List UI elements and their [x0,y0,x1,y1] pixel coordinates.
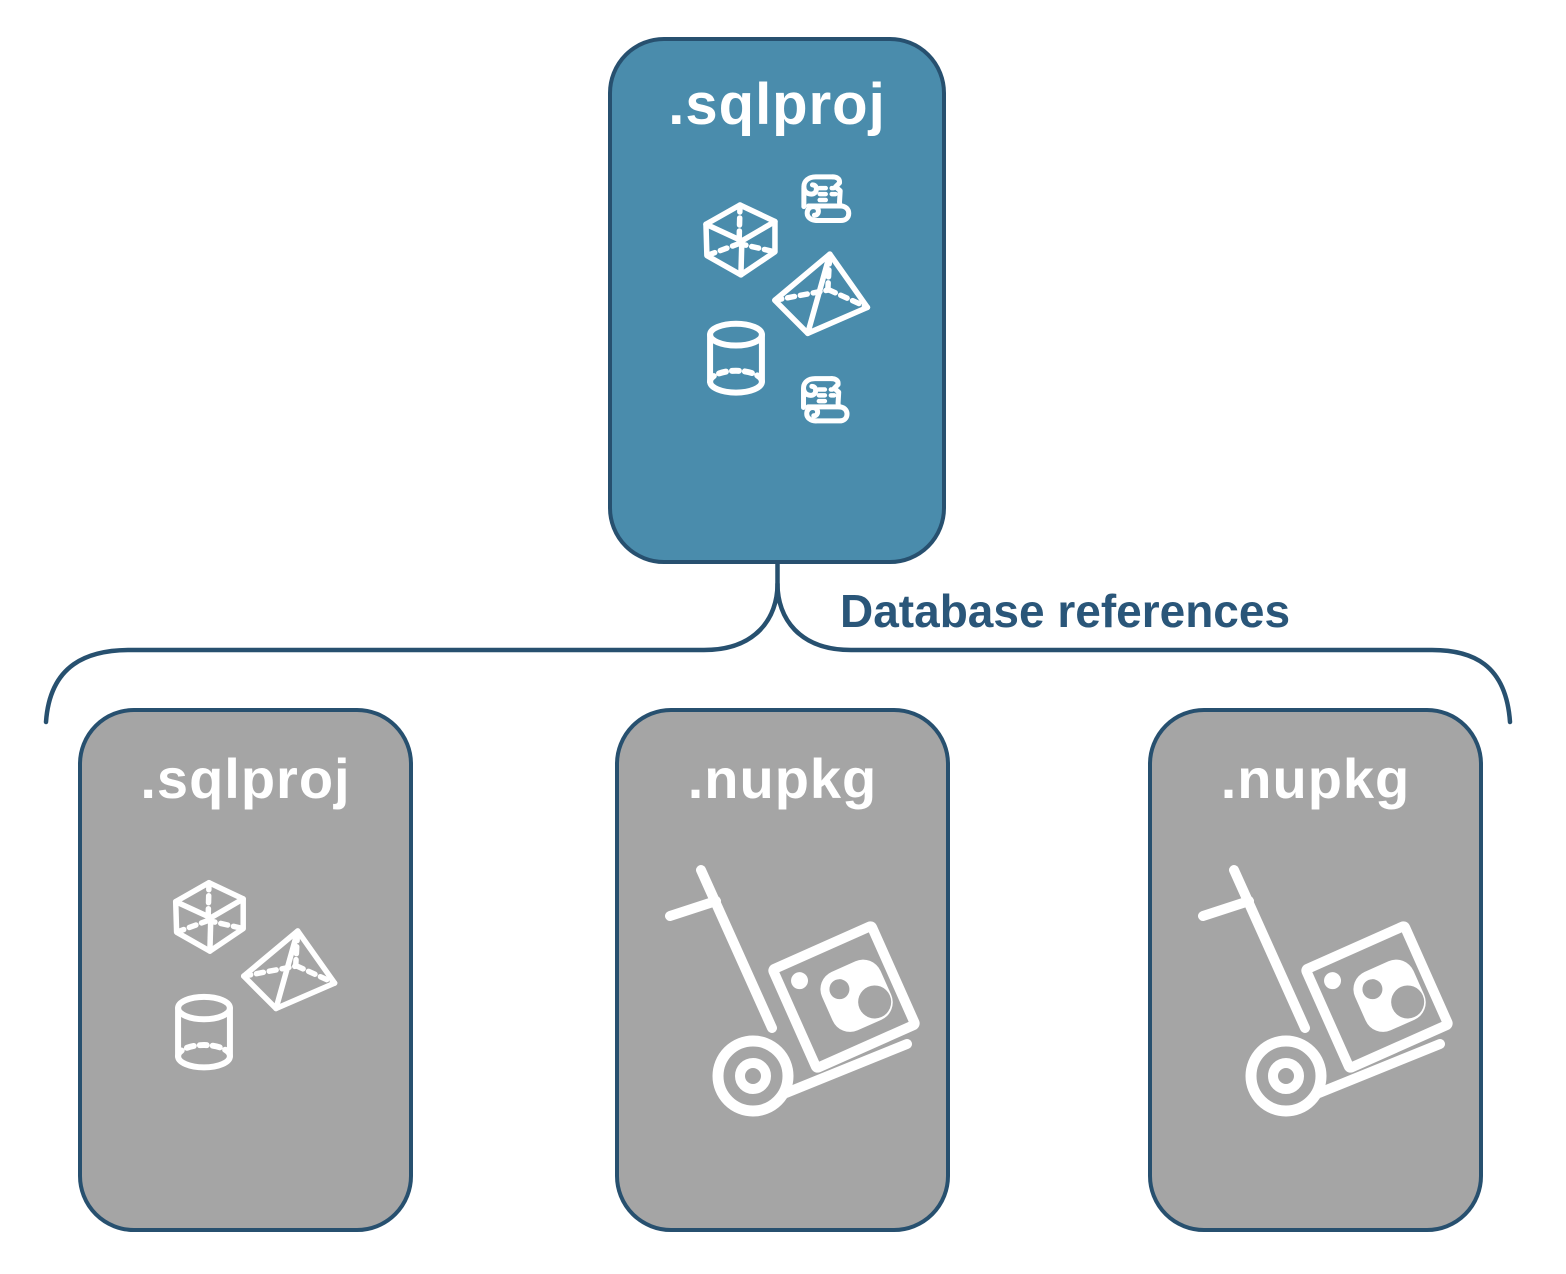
pyramid-icon [764,242,880,345]
scroll-icon [792,169,858,235]
connector-label: Database references [840,585,1291,637]
root-node-sqlproj: .sqlproj [608,37,946,564]
nuget-handtruck-icon [664,860,924,1125]
child-node-nupkg-2: .nupkg [1148,708,1483,1232]
child-node-title: .sqlproj [140,747,351,810]
cube-icon [694,193,786,285]
child-node-title: .nupkg [1220,747,1411,810]
child-node-title: .nupkg [687,747,878,810]
child-node-sqlproj: .sqlproj [78,708,413,1232]
cylinder-icon [168,990,240,1076]
cube-icon [164,870,254,962]
nuget-handtruck-icon [1197,860,1457,1125]
pyramid-icon [233,920,347,1021]
scroll-icon [792,371,856,435]
cylinder-icon [700,317,772,401]
brace-right-half [775,581,1513,725]
root-node-title: .sqlproj [668,72,886,137]
child-node-nupkg-1: .nupkg [615,708,950,1232]
brace-left-half [43,561,780,725]
